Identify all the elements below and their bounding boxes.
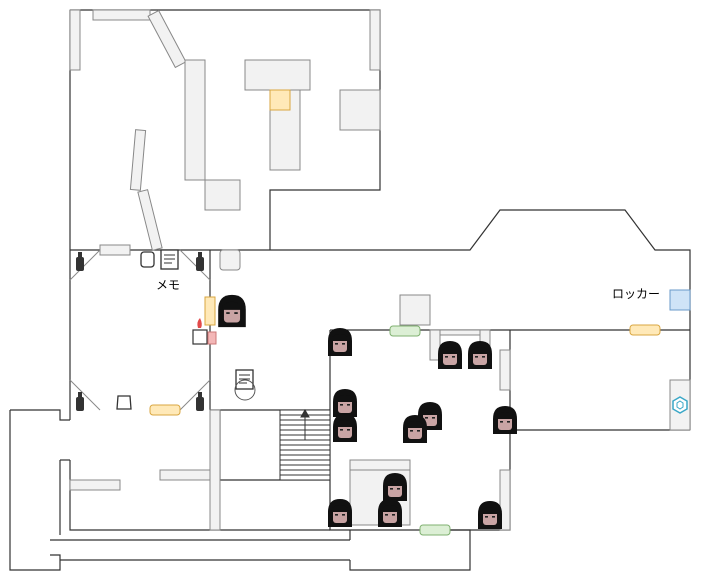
character-head-icon <box>493 406 517 434</box>
plank-1 <box>129 129 147 191</box>
plank-2 <box>137 189 163 251</box>
crystal-icon <box>672 396 688 414</box>
note-icon <box>160 249 179 270</box>
cup-icon <box>140 251 155 268</box>
box-east <box>339 89 381 131</box>
character-head-icon <box>403 415 427 443</box>
bench-sw <box>69 479 121 491</box>
bottle-icon <box>76 252 84 271</box>
bench-top <box>99 244 131 256</box>
wall-east-room <box>509 330 690 431</box>
wall-north-hall <box>70 9 381 250</box>
door-counter <box>269 89 291 111</box>
candle-icon <box>192 318 217 345</box>
column-s <box>209 409 221 531</box>
character-head-icon <box>438 341 462 369</box>
pillar-a <box>429 329 441 361</box>
staircase[interactable] <box>279 408 331 481</box>
cup-icon <box>116 395 132 410</box>
doors[interactable] <box>149 89 691 536</box>
character-head-icon <box>328 499 352 527</box>
bed-head <box>349 459 411 471</box>
character-head-icon <box>468 341 492 369</box>
shelf-long <box>184 59 206 181</box>
note-icon <box>234 369 256 401</box>
character-head-icon <box>383 473 407 501</box>
stool <box>219 249 241 271</box>
octagon-corners <box>69 249 211 411</box>
shelf-ne <box>369 9 381 71</box>
door-octagon-south <box>149 404 181 416</box>
bench-s <box>159 469 211 481</box>
shelf-top <box>92 9 151 21</box>
furniture <box>69 9 691 531</box>
wall-corridor-north <box>70 209 691 430</box>
door-big-room-north <box>389 325 421 337</box>
bottle-icon <box>196 392 204 411</box>
door-big-room-south <box>419 524 451 536</box>
stair-arrowhead-icon <box>300 408 310 418</box>
box-corridor <box>399 294 431 326</box>
character-head-icon <box>333 414 357 442</box>
door-octagon-east <box>204 296 216 326</box>
bottle-icon <box>76 392 84 411</box>
shelf-diagonal <box>147 9 187 69</box>
memo-label: メモ <box>156 278 181 292</box>
wall-sw <box>10 409 70 421</box>
character-head-icon <box>328 328 352 356</box>
door-east-room <box>629 324 661 336</box>
character-head-icon <box>478 501 502 529</box>
shelf-nw <box>69 9 81 71</box>
character-head-icon <box>333 389 357 417</box>
character-head-icon <box>378 499 402 527</box>
locker-door <box>669 289 691 311</box>
bottle-icon <box>196 252 204 271</box>
items[interactable] <box>76 249 688 414</box>
counter-top <box>244 59 311 91</box>
character-head-icon <box>218 294 246 328</box>
crate <box>204 179 241 211</box>
locker-label: ロッカー <box>612 287 661 301</box>
